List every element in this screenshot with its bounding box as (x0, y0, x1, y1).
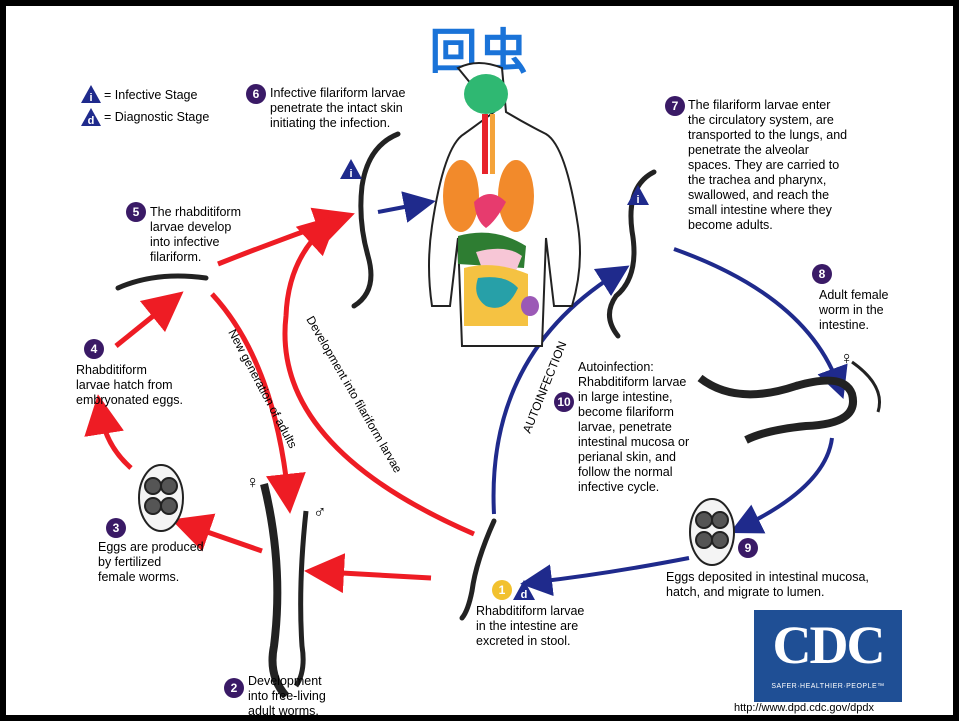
step-4-text: Rhabditiform larvae hatch from embryonat… (76, 363, 183, 408)
step-7-badge: 7 (665, 96, 685, 116)
arrow-8-to-9 (744, 438, 832, 526)
step-6-badge: 6 (246, 84, 266, 104)
step-3-badge: 3 (106, 518, 126, 538)
female-symbol-step2: ♀ (246, 472, 260, 492)
label-development-filariform: Development into filariform larvae (303, 314, 405, 476)
cdc-logo-text: CDC (754, 614, 902, 676)
step-8-text: Adult female worm in the intestine. (819, 288, 888, 333)
step-6-text: Infective filariform larvae penetrate th… (270, 86, 405, 131)
egg-step3 (139, 465, 183, 531)
step-1-text: Rhabditiform larvae in the intestine are… (476, 604, 584, 649)
step-10-text: Autoinfection: Rhabditiform larvae in la… (578, 360, 689, 495)
arrow-1-to-2 (324, 572, 431, 578)
svg-text:i: i (89, 92, 92, 104)
svg-text:i: i (636, 194, 639, 206)
diagnostic-stage-icon: d (80, 107, 102, 127)
adult-female-worm (700, 378, 853, 440)
infective-stage-icon: i (80, 84, 102, 104)
diagnostic-stage-marker-1: d (512, 579, 536, 601)
step-9-badge: 9 (738, 538, 758, 558)
step-1-badge: 1 (492, 580, 512, 600)
male-symbol-step2: ♂ (313, 502, 327, 522)
larva-developing (118, 276, 206, 288)
infective-stage-marker-7: i (626, 184, 650, 206)
diagram-canvas: 回虫 New gene (6, 6, 953, 715)
svg-text:i: i (349, 168, 352, 180)
arrow-5-new-generation (212, 294, 288, 494)
step-4-badge: 4 (84, 339, 104, 359)
cdc-logo: CDC SAFER·HEALTHIER·PEOPLE™ (754, 610, 902, 702)
female-free-living-worm (264, 484, 286, 696)
step-5-badge: 5 (126, 202, 146, 222)
source-url: http://www.dpd.cdc.gov/dpdx (734, 702, 874, 714)
step-8-badge: 8 (812, 264, 832, 284)
step-10-badge: 10 (554, 392, 574, 412)
cdc-tagline: SAFER·HEALTHIER·PEOPLE™ (754, 683, 902, 690)
step-2-badge: 2 (224, 678, 244, 698)
label-new-generation: New generation of adults (225, 327, 300, 451)
legend-infective-label: = Infective Stage (104, 88, 197, 103)
male-free-living-worm (296, 511, 306, 686)
human-body-figure (429, 63, 580, 346)
label-autoinfection: AUTOINFECTION (520, 339, 570, 435)
svg-text:d: d (88, 115, 95, 127)
infective-stage-marker-6: i (339, 158, 363, 180)
arrow-4-to-5 (116, 304, 168, 346)
egg-step9 (690, 499, 734, 565)
female-symbol-step8: ♀ (840, 348, 854, 368)
step-9-text: Eggs deposited in intestinal mucosa, hat… (666, 570, 869, 600)
step-7-text: The filariform larvae enter the circulat… (688, 98, 847, 233)
legend-diagnostic-label: = Diagnostic Stage (104, 110, 209, 125)
svg-text:d: d (521, 589, 528, 601)
arrow-6-to-body (378, 204, 420, 212)
step-3-text: Eggs are produced by fertilized female w… (98, 540, 204, 585)
arrow-3-to-4 (101, 414, 131, 468)
step-5-text: The rhabditiform larvae develop into inf… (150, 205, 241, 265)
step-2-text: Development into free-living adult worms… (248, 674, 326, 715)
